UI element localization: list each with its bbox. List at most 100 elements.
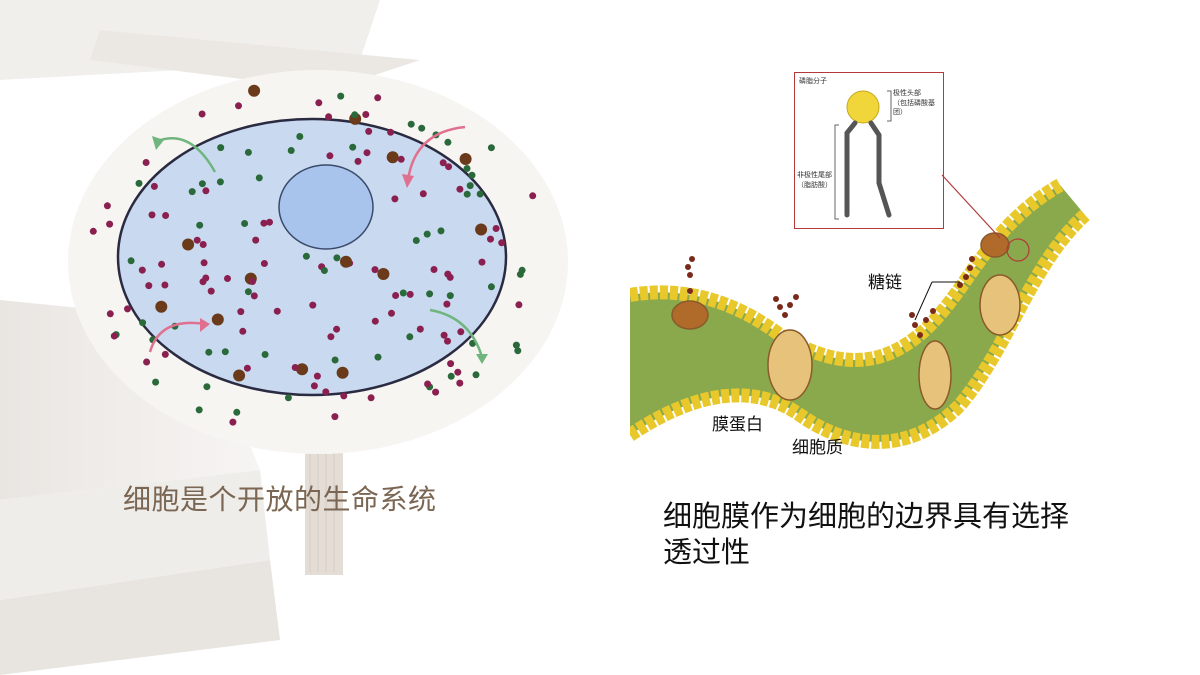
molecule-dot <box>472 371 480 379</box>
left-caption: 细胞是个开放的生命系统 <box>123 483 437 516</box>
inset-nonpolar-tail-note: （脂肪酸） <box>797 181 832 189</box>
molecule-dot <box>325 113 333 121</box>
molecule-dot <box>466 182 474 190</box>
molecule-dot <box>216 178 224 186</box>
molecule-dot <box>362 111 370 118</box>
molecule-dot <box>446 292 454 300</box>
molecule-dot <box>199 278 207 286</box>
label-cytoplasm: 细胞质 <box>792 438 843 458</box>
cell-body <box>116 117 508 397</box>
molecule-dot <box>260 219 268 227</box>
molecule-dot <box>260 260 268 267</box>
molecule-dot <box>371 317 379 325</box>
molecule-dot <box>340 392 348 400</box>
molecule-dot <box>241 220 249 227</box>
molecule-dot <box>255 174 263 182</box>
molecule-dot <box>487 283 495 291</box>
molecule-dot <box>202 187 210 195</box>
molecule-dot <box>284 394 292 402</box>
inset-title: 磷脂分子 <box>799 77 827 85</box>
molecule-dot <box>516 270 524 278</box>
molecule-dot <box>424 380 432 388</box>
nucleus <box>278 164 374 250</box>
molecule-dot <box>444 138 452 146</box>
molecule-dot <box>217 144 225 152</box>
molecule-dot <box>492 225 500 232</box>
molecule-dot <box>233 408 241 416</box>
molecule-dot <box>463 165 471 172</box>
molecule-dot <box>250 292 258 300</box>
molecule-dot <box>349 143 357 151</box>
molecule-dot <box>443 300 451 308</box>
molecule-dot <box>426 290 434 298</box>
molecule-dot <box>406 333 414 341</box>
molecule-dot <box>315 99 323 107</box>
cell-membrane-illustration <box>630 178 1090 449</box>
label-membrane-protein: 膜蛋白 <box>712 415 763 435</box>
molecule-dot <box>221 348 229 356</box>
molecule-dot <box>155 300 168 313</box>
molecule-dot <box>337 92 345 100</box>
molecule-dot <box>248 84 261 97</box>
molecule-dot <box>233 369 246 382</box>
molecule-dot <box>327 333 335 341</box>
molecule-dot <box>310 382 318 390</box>
cell-illustration <box>68 70 568 454</box>
label-sugar-chain: 糖链 <box>868 273 902 293</box>
molecule-dot <box>244 148 252 156</box>
molecule-dot <box>152 378 160 386</box>
molecule-dot <box>333 325 341 333</box>
molecule-dot <box>161 350 169 358</box>
molecule-dot <box>468 171 476 179</box>
molecule-dot <box>463 190 471 198</box>
molecule-dot <box>423 230 431 238</box>
molecule-dot <box>387 128 395 136</box>
molecule-dot <box>336 366 349 379</box>
molecule-dot <box>162 212 170 219</box>
molecule-dot <box>235 102 242 110</box>
molecule-dot <box>89 227 97 235</box>
molecule-dot <box>195 406 203 414</box>
molecule-dot <box>161 281 169 289</box>
molecule-dot <box>291 364 299 371</box>
phospholipid-icon <box>834 90 892 220</box>
molecule-dot <box>392 292 400 299</box>
molecule-dot <box>296 363 309 376</box>
molecule-dot <box>529 192 537 200</box>
molecule-dot <box>432 388 440 396</box>
molecule-dot <box>416 325 424 333</box>
molecule-dot <box>237 308 245 316</box>
molecule-dot <box>148 211 156 219</box>
molecule-dot <box>110 332 118 340</box>
molecule-dot <box>437 227 445 235</box>
molecule-dot <box>354 157 362 165</box>
molecule-dot <box>145 282 153 290</box>
molecule-dot <box>478 258 486 266</box>
molecule-dot <box>447 360 455 368</box>
molecule-dot <box>273 307 281 315</box>
molecule-dot <box>158 260 166 268</box>
molecule-dot <box>205 348 213 356</box>
molecule-dot <box>244 288 252 296</box>
molecule-dot <box>322 388 330 396</box>
molecule-dot <box>475 223 488 236</box>
molecule-dot <box>498 239 506 247</box>
molecule-dots <box>89 84 537 426</box>
molecule-dot <box>391 195 399 203</box>
molecule-dot <box>224 275 231 282</box>
molecule-dot <box>456 379 464 387</box>
molecule-dot <box>135 179 143 187</box>
molecule-dot <box>313 372 321 380</box>
molecule-dot <box>266 218 273 226</box>
molecule-dot <box>138 266 146 274</box>
molecule-dot <box>326 152 334 160</box>
molecule-dot <box>333 254 341 262</box>
molecule-dot <box>418 124 426 132</box>
molecule-dot <box>249 278 256 285</box>
molecule-dot <box>207 287 215 295</box>
molecule-dot <box>386 151 399 164</box>
molecule-dot <box>203 383 211 391</box>
molecule-dot <box>374 353 382 361</box>
molecule-dot <box>487 235 494 243</box>
